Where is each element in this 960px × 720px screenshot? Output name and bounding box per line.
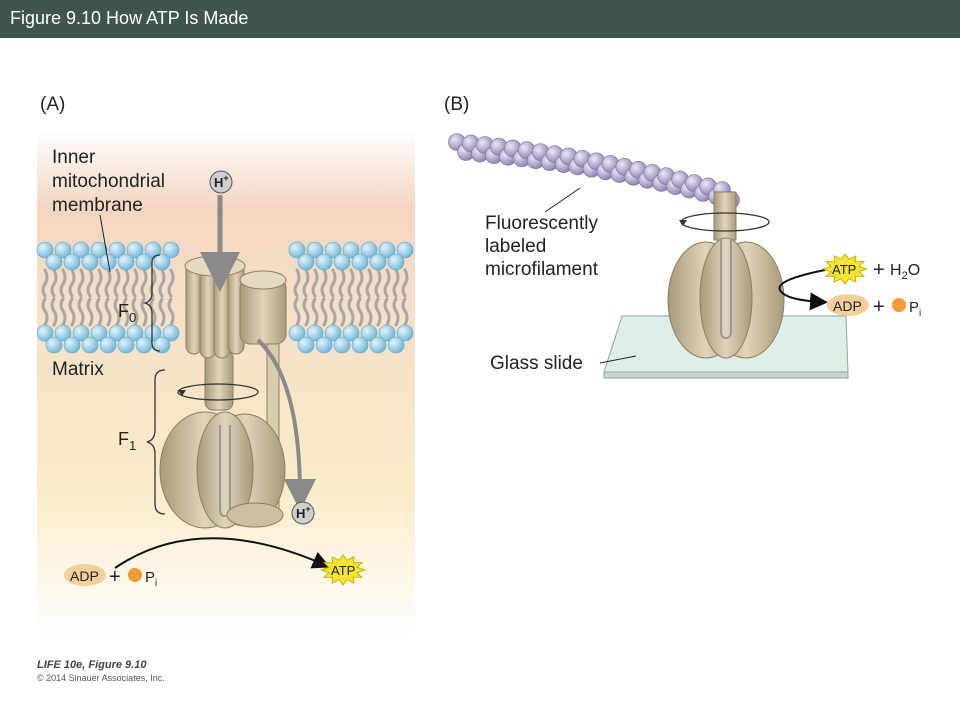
- water-label: H2O: [890, 262, 920, 282]
- proton-path-bottom-arrow: [256, 338, 316, 511]
- panel-b-label: (B): [444, 94, 469, 115]
- hplus-bottom-badge: H+: [291, 501, 315, 525]
- svg-text:ADP: ADP: [70, 568, 99, 584]
- phosphate-dot-b: [892, 298, 906, 312]
- rotation-arrowhead-b: [679, 220, 687, 226]
- plus-sign-b1: +: [873, 259, 885, 281]
- membrane-lipid-tails: [41, 268, 409, 327]
- plus-sign-b2: +: [873, 296, 885, 318]
- actin-microfilament: [448, 133, 740, 209]
- pi-label-b: Pi: [909, 299, 921, 319]
- svg-text:H+: H+: [296, 504, 311, 521]
- page-title: Figure 9.10 How ATP Is Made: [10, 8, 249, 28]
- hplus-top-badge: H+: [209, 170, 233, 194]
- membrane-label-line1: Inner: [52, 147, 96, 168]
- f1-label: F1: [118, 429, 136, 453]
- filament-label-line1: Fluorescently: [485, 213, 598, 234]
- panel-a-label: (A): [40, 94, 65, 115]
- slide-leader-line: [599, 355, 637, 364]
- synthesis-arrow-a: [114, 537, 331, 569]
- svg-text:H+: H+: [214, 173, 229, 190]
- svg-text:ATP: ATP: [331, 563, 355, 578]
- membrane-phospholipid-heads: [36, 241, 414, 354]
- filament-leader-line: [544, 187, 581, 213]
- atp-product-star-a: ATP: [319, 554, 367, 586]
- matrix-label: Matrix: [52, 359, 104, 380]
- membrane-leader-line: [99, 214, 111, 273]
- f0-label: F0: [118, 301, 136, 325]
- atp-synthase-b: [667, 237, 785, 359]
- svg-text:ADP: ADP: [833, 298, 862, 314]
- membrane-label-line3: membrane: [52, 195, 143, 216]
- pi-label-a: Pi: [145, 569, 157, 589]
- title-bar: Figure 9.10 How ATP Is Made: [0, 0, 960, 38]
- filament-label-line3: microfilament: [485, 259, 599, 280]
- phosphate-dot-a: [128, 568, 142, 582]
- glass-slide-edge: [603, 371, 849, 379]
- glass-slide-label: Glass slide: [490, 353, 583, 374]
- footer-copyright: © 2014 Sinauer Associates, Inc.: [37, 673, 165, 683]
- adp-product-b: ADP: [827, 294, 869, 316]
- f0-brace: [142, 254, 161, 352]
- central-stalk-b: [713, 191, 737, 241]
- f1-brace: [146, 369, 166, 515]
- atp-reactant-star-b: ATP: [821, 253, 869, 285]
- adp-reactant-a: ADP: [64, 564, 106, 586]
- footer-book: LIFE 10e, Figure 9.10: [37, 659, 147, 671]
- hydrolysis-arrow-b: [778, 269, 828, 311]
- membrane-label-line2: mitochondrial: [52, 171, 165, 192]
- filament-label-line2: labeled: [485, 236, 546, 257]
- svg-text:ATP: ATP: [832, 262, 856, 277]
- plus-sign-a: +: [109, 566, 121, 588]
